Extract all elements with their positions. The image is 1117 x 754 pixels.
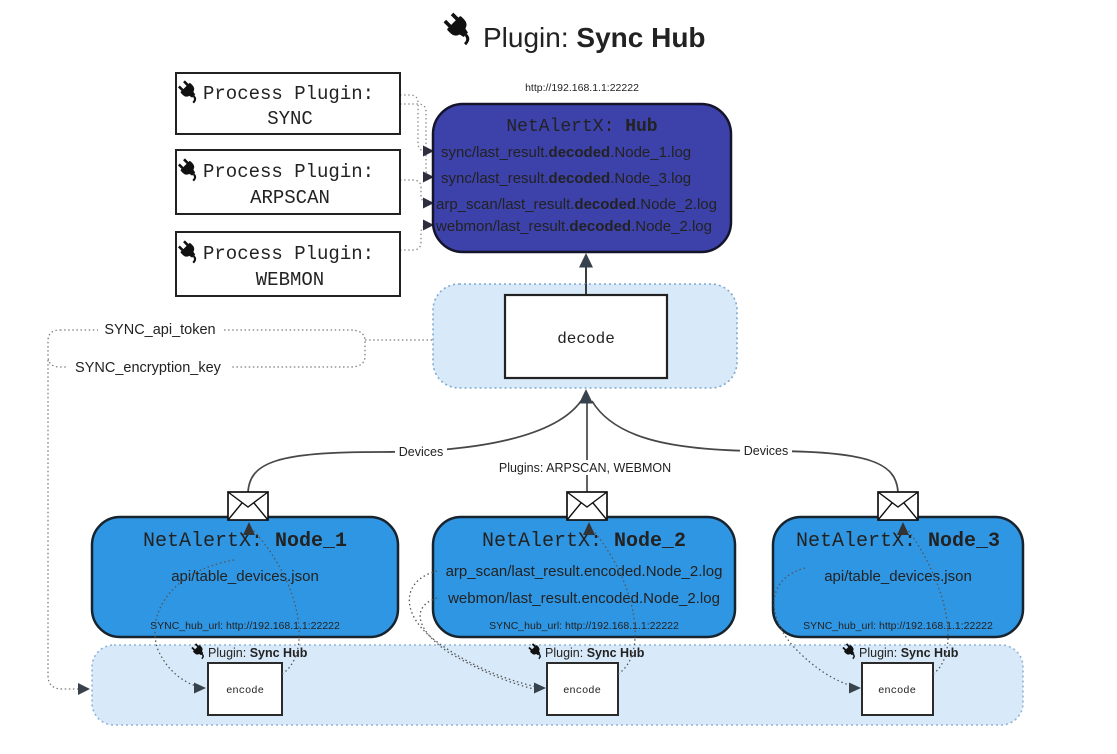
encode-label: encode bbox=[878, 685, 916, 697]
devices-left-label: Devices bbox=[399, 445, 443, 459]
encoder-node3: Plugin: Sync Hub encode bbox=[840, 641, 959, 716]
hub-input-arrowheads bbox=[423, 145, 434, 231]
process-plugin-arpscan: Process Plugin: ARPSCAN bbox=[175, 149, 401, 215]
encoder-plugin-label: Plugin: Sync Hub bbox=[208, 646, 308, 660]
encoder-node2: Plugin: Sync Hub encode bbox=[526, 641, 645, 716]
sync-encryption-key-label: SYNC_encryption_key bbox=[75, 360, 222, 376]
encode-label: encode bbox=[563, 685, 601, 697]
arrowhead-into-hub bbox=[579, 253, 593, 268]
process-plugin-label: Process Plugin: bbox=[203, 83, 374, 105]
hub-box bbox=[431, 102, 733, 254]
plug-icon bbox=[439, 8, 479, 48]
encode-arrowheads bbox=[194, 682, 861, 694]
node-to-decode-edges bbox=[247, 398, 899, 493]
node-hub-url: SYNC_hub_url: http://192.168.1.1:22222 bbox=[150, 620, 340, 632]
node-file-line: api/table_devices.json bbox=[171, 568, 319, 585]
decode-label: decode bbox=[557, 330, 615, 348]
label-bg bbox=[504, 460, 666, 475]
process-plugin-name: WEBMON bbox=[256, 269, 324, 291]
hub-title: NetAlertX: Hub bbox=[506, 117, 657, 137]
sync-api-token-label: SYNC_api_token bbox=[104, 322, 215, 338]
node-encode-dotted-curves bbox=[154, 529, 949, 691]
encode-box bbox=[207, 662, 283, 716]
label-bg bbox=[395, 445, 447, 459]
encode-box bbox=[546, 662, 619, 716]
encoder-plugin-label: Plugin: Sync Hub bbox=[545, 646, 645, 660]
hub-log-line: sync/last_result.decoded.Node_1.log bbox=[441, 144, 691, 161]
label-bg bbox=[98, 322, 222, 337]
node-title: NetAlertX: Node_1 bbox=[143, 530, 347, 553]
envelope-icon bbox=[227, 491, 269, 521]
page-title: Plugin: Sync Hub bbox=[483, 22, 706, 53]
envelope-icon bbox=[877, 491, 919, 521]
process-plugin-webmon: Process Plugin: WEBMON bbox=[175, 231, 401, 297]
node-1: NetAlertX: Node_1 api/table_devices.json… bbox=[90, 515, 400, 639]
process-plugin-box bbox=[175, 149, 401, 215]
encode-box bbox=[861, 662, 934, 716]
plugins-center-label: Plugins: ARPSCAN, WEBMON bbox=[499, 461, 671, 475]
hub-url-label: http://192.168.1.1:22222 bbox=[525, 82, 639, 94]
node-title: NetAlertX: Node_2 bbox=[482, 530, 686, 553]
arrowhead-into-encode-strip bbox=[78, 683, 90, 695]
envelope-arrowheads bbox=[243, 522, 909, 535]
process-plugin-name: ARPSCAN bbox=[250, 187, 330, 209]
node-3: NetAlertX: Node_3 api/table_devices.json… bbox=[771, 515, 1025, 639]
process-plugin-label: Process Plugin: bbox=[203, 161, 374, 183]
process-plugin-box bbox=[175, 72, 401, 135]
node-file-line: api/table_devices.json bbox=[824, 568, 972, 585]
label-bg bbox=[66, 359, 230, 374]
hub-log-line: sync/last_result.decoded.Node_3.log bbox=[441, 170, 691, 187]
process-plugin-box bbox=[175, 231, 401, 297]
node-file-line: webmon/last_result.encoded.Node_2.log bbox=[447, 590, 720, 607]
secrets-down-line bbox=[47, 360, 80, 690]
edge-node1-decode bbox=[247, 400, 582, 493]
hub-log-line: arp_scan/last_result.decoded.Node_2.log bbox=[436, 196, 717, 213]
decode-box bbox=[503, 293, 669, 380]
devices-right-label: Devices bbox=[744, 444, 788, 458]
encoder-plugin-label: Plugin: Sync Hub bbox=[859, 646, 959, 660]
node-hub-url: SYNC_hub_url: http://192.168.1.1:22222 bbox=[489, 620, 679, 632]
label-bg bbox=[740, 444, 792, 458]
encoder-node1: Plugin: Sync Hub encode bbox=[189, 641, 308, 716]
node-file-line: arp_scan/last_result.encoded.Node_2.log bbox=[446, 563, 723, 580]
diagram-title: Plugin: Sync Hub bbox=[439, 8, 706, 53]
secrets-loop-line bbox=[47, 329, 366, 368]
process-plugin-label: Process Plugin: bbox=[203, 243, 374, 265]
node-title: NetAlertX: Node_3 bbox=[796, 530, 1000, 553]
node-hub-url: SYNC_hub_url: http://192.168.1.1:22222 bbox=[803, 620, 993, 632]
process-plugin-sync: Process Plugin: SYNC bbox=[175, 72, 401, 135]
node-2: NetAlertX: Node_2 arp_scan/last_result.e… bbox=[431, 515, 737, 639]
process-plugin-name: SYNC bbox=[267, 108, 313, 130]
arrowhead-into-decode-bottom bbox=[579, 389, 593, 404]
envelope-icon bbox=[566, 491, 608, 521]
encode-label: encode bbox=[226, 685, 264, 697]
hub-log-line: webmon/last_result.decoded.Node_2.log bbox=[435, 218, 712, 235]
